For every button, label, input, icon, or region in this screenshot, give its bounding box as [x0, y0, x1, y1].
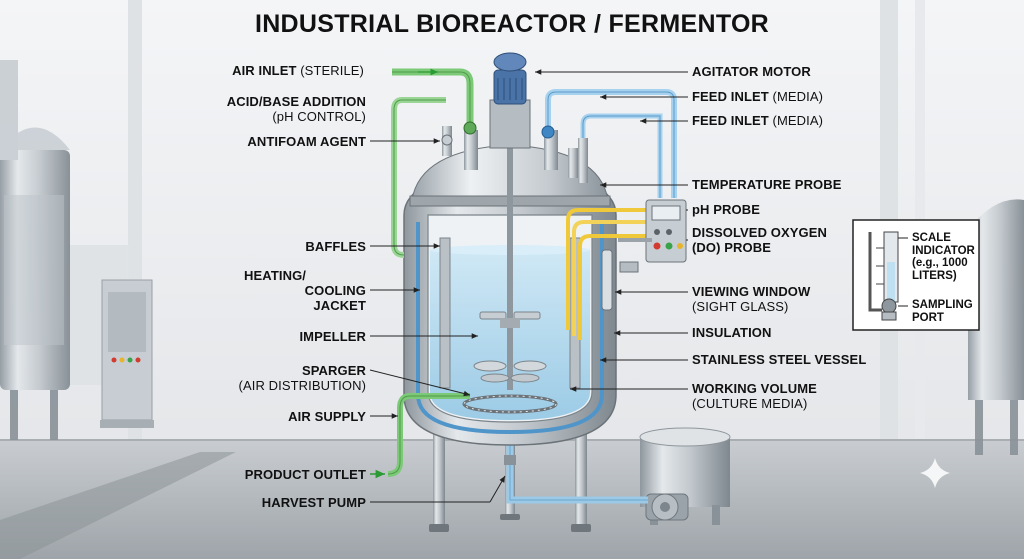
- label-working-volume: WORKING VOLUME (CULTURE MEDIA): [692, 381, 817, 411]
- label-temperature-probe: TEMPERATURE PROBE: [692, 177, 842, 192]
- label-stainless-vessel: STAINLESS STEEL VESSEL: [692, 352, 866, 367]
- sight-glass: [601, 249, 613, 311]
- label-harvest-pump: HARVEST PUMP: [262, 495, 366, 510]
- nozzle-right: [544, 130, 558, 170]
- label-product-outlet-main: PRODUCT OUTLET: [244, 467, 366, 482]
- label-heating-line2: COOLING: [304, 283, 366, 298]
- ph-probe-wire: [572, 220, 652, 336]
- cooling-jacket-line: [416, 222, 604, 435]
- label-agitator-motor-main: AGITATOR MOTOR: [692, 64, 811, 79]
- inset-box: [852, 219, 980, 331]
- label-impeller: IMPELLER: [299, 329, 366, 344]
- label-feed-inlet-1: FEED INLET (MEDIA): [692, 89, 823, 104]
- label-acid-base: ACID/BASE ADDITION (pH CONTROL): [227, 94, 366, 124]
- label-acid-base-sub: (pH CONTROL): [272, 109, 366, 124]
- label-scale-line4: LITERS): [912, 269, 957, 282]
- label-sparger-sub: (AIR DISTRIBUTION): [238, 378, 366, 393]
- label-product-outlet: PRODUCT OUTLET: [245, 467, 366, 482]
- label-do-probe-line1: DISSOLVED OXYGEN: [692, 225, 827, 240]
- label-ph-probe-main: pH PROBE: [692, 202, 760, 217]
- leader-lines: [369, 69, 908, 503]
- label-scale-line3: (e.g., 1000: [912, 257, 968, 269]
- label-heating-line1: HEATING/: [244, 268, 306, 283]
- label-air-supply-main: AIR SUPPLY: [288, 409, 366, 424]
- label-harvest-pump-main: HARVEST PUMP: [261, 495, 366, 510]
- label-heating-cooling-jacket: HEATING/ COOLING JACKET: [244, 268, 366, 313]
- label-do-probe-line2: (DO) PROBE: [692, 240, 771, 255]
- label-antifoam: ANTIFOAM AGENT: [247, 134, 366, 149]
- label-sampling-line1: SAMPLING: [912, 299, 973, 311]
- label-scale-indicator: SCALE INDICATOR (e.g., 1000 LITERS): [912, 232, 975, 282]
- baffle-left: [439, 237, 451, 389]
- label-air-inlet-main: AIR INLET: [232, 63, 297, 78]
- label-feed-inlet-2: FEED INLET (MEDIA): [692, 113, 823, 128]
- impeller-lower: [473, 360, 547, 383]
- label-temperature-probe-main: TEMPERATURE PROBE: [692, 177, 842, 192]
- sampling-valve: [619, 261, 639, 273]
- label-viewing-window-sub: (SIGHT GLASS): [692, 299, 789, 314]
- agitator-shaft: [507, 120, 513, 390]
- page-title: INDUSTRIAL BIOREACTOR / FERMENTOR: [254, 10, 770, 38]
- label-scale-line1: SCALE: [912, 232, 951, 244]
- label-insulation-main: INSULATION: [692, 325, 772, 340]
- label-heating-line3: JACKET: [313, 298, 366, 313]
- label-feed-inlet-1-sub: (MEDIA): [768, 89, 824, 104]
- label-do-probe: DISSOLVED OXYGEN (DO) PROBE: [692, 225, 827, 255]
- label-air-inlet: AIR INLET (STERILE): [232, 63, 364, 78]
- floor-drain: [0, 452, 236, 559]
- label-ph-probe: pH PROBE: [692, 202, 760, 217]
- label-viewing-window-main: VIEWING WINDOW: [692, 284, 811, 299]
- nozzle-left: [464, 130, 478, 170]
- label-sparger: SPARGER (AIR DISTRIBUTION): [239, 363, 366, 393]
- label-sparger-main: SPARGER: [301, 363, 366, 378]
- label-working-volume-main: WORKING VOLUME: [692, 381, 817, 396]
- label-viewing-window: VIEWING WINDOW (SIGHT GLASS): [692, 284, 810, 314]
- label-air-inlet-sub: (STERILE): [296, 63, 364, 78]
- label-feed-inlet-1-main: FEED INLET: [692, 89, 769, 104]
- temperature-probe-wire: [566, 208, 652, 330]
- label-feed-inlet-2-sub: (MEDIA): [768, 113, 824, 128]
- label-agitator-motor: AGITATOR MOTOR: [692, 64, 811, 79]
- label-stainless-vessel-main: STAINLESS STEEL VESSEL: [692, 352, 867, 367]
- label-working-volume-sub: (CULTURE MEDIA): [692, 396, 808, 411]
- label-sampling-port: SAMPLING PORT: [912, 299, 973, 324]
- label-baffles: BAFFLES: [305, 239, 366, 254]
- label-baffles-main: BAFFLES: [305, 239, 366, 254]
- label-air-supply: AIR SUPPLY: [288, 409, 366, 424]
- do-probe-wire: [578, 234, 652, 340]
- agitator-motor: [489, 52, 531, 149]
- label-impeller-main: IMPELLER: [299, 329, 366, 344]
- label-antifoam-main: ANTIFOAM AGENT: [247, 134, 366, 149]
- probe-control-box: [645, 199, 687, 263]
- harvest-pump-body: [645, 493, 689, 521]
- label-scale-line2: INDICATOR: [912, 244, 975, 257]
- label-acid-base-main: ACID/BASE ADDITION: [226, 94, 366, 109]
- control-cabinet: [100, 279, 154, 428]
- label-insulation: INSULATION: [692, 325, 771, 340]
- label-sampling-line2: PORT: [912, 311, 944, 324]
- impeller-upper: [479, 311, 541, 328]
- label-feed-inlet-2-main: FEED INLET: [692, 113, 769, 128]
- sparkle-icon: [920, 458, 950, 488]
